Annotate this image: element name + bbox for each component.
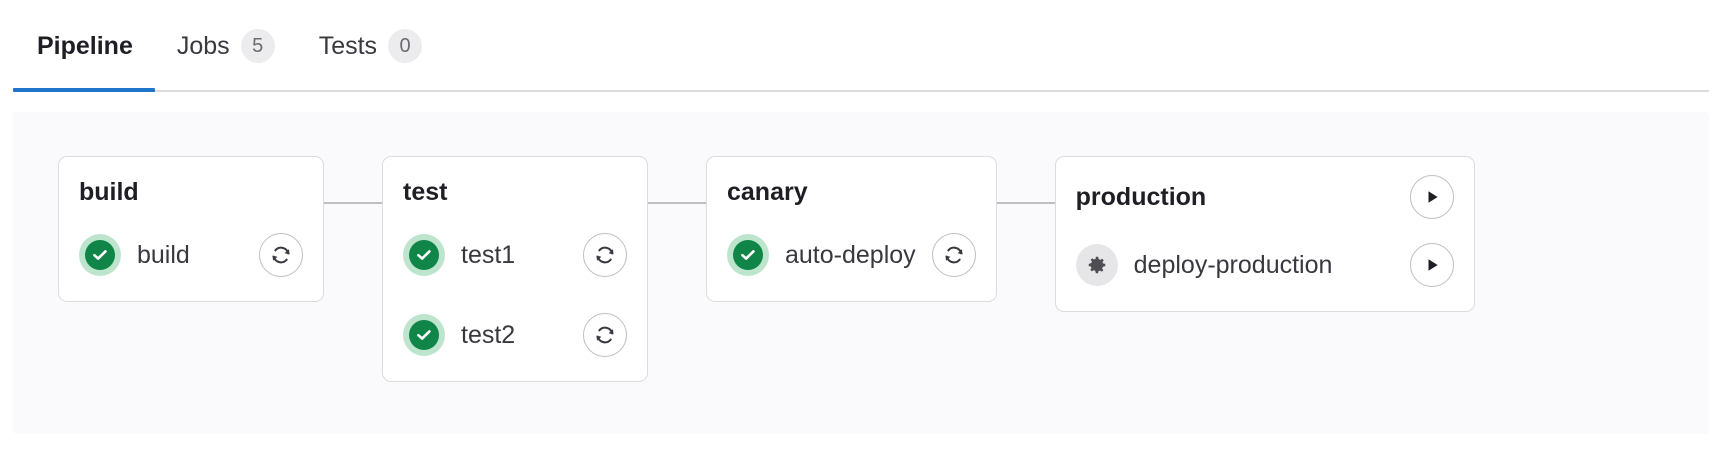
tab-pipeline-label: Pipeline	[37, 31, 133, 60]
job-label-test1: test1	[461, 240, 516, 269]
stage-title-canary: canary	[727, 178, 808, 206]
job-label-auto-deploy: auto-deploy	[785, 240, 916, 269]
job-label-build: build	[137, 240, 190, 269]
pipeline-tab-bar: Pipeline Jobs 5 Tests 0	[0, 0, 1722, 92]
stage-title-test: test	[403, 178, 448, 206]
retry-icon[interactable]	[583, 233, 627, 277]
stage-connector-canary-production	[996, 202, 1055, 204]
stage-connector-test-canary	[648, 202, 706, 204]
retry-icon[interactable]	[583, 313, 627, 357]
stage-card-build: build build	[58, 156, 324, 302]
check-circle-icon	[79, 234, 121, 276]
check-circle-icon	[403, 314, 445, 356]
gear-icon	[1075, 244, 1118, 286]
pipeline-graph-canvas: build build	[13, 112, 1709, 434]
pipeline-stage-test: test test1	[382, 156, 706, 382]
play-icon[interactable]	[1409, 243, 1454, 287]
tab-jobs-label: Jobs	[176, 31, 230, 60]
retry-icon[interactable]	[259, 233, 303, 277]
stage-title-production: production	[1075, 183, 1207, 211]
tab-jobs[interactable]: Jobs 5	[155, 0, 297, 92]
stage-title-build: build	[79, 178, 139, 206]
job-row-deploy-production[interactable]: deploy-production	[1075, 239, 1454, 291]
stage-connector-build-test	[324, 202, 382, 204]
pipeline-stage-canary: canary auto-deploy	[706, 156, 1055, 302]
pipeline-graph: build build	[58, 156, 1475, 382]
stage-card-test: test test1	[382, 156, 648, 382]
play-icon[interactable]	[1409, 175, 1454, 219]
tab-tests-badge: 0	[388, 29, 423, 63]
stage-header-production: production	[1076, 175, 1454, 219]
job-row-build[interactable]: build	[79, 229, 303, 281]
pipeline-stage-production: production	[1054, 156, 1475, 312]
check-circle-icon	[727, 234, 769, 276]
stage-card-canary: canary auto-deploy	[706, 156, 997, 302]
job-row-test1[interactable]: test1	[403, 229, 627, 281]
job-label-test2: test2	[461, 320, 516, 349]
tab-jobs-badge: 5	[240, 29, 275, 63]
job-row-auto-deploy[interactable]: auto-deploy	[727, 229, 976, 281]
job-row-test2[interactable]: test2	[403, 309, 627, 361]
job-label-deploy-production: deploy-production	[1133, 250, 1333, 279]
stage-card-production: production	[1054, 156, 1475, 312]
tab-tests[interactable]: Tests 0	[297, 0, 444, 92]
pipeline-stage-build: build build	[58, 156, 382, 302]
tab-pipeline[interactable]: Pipeline	[13, 0, 155, 92]
tab-tests-label: Tests	[318, 31, 378, 60]
retry-icon[interactable]	[931, 233, 976, 277]
check-circle-icon	[403, 234, 445, 276]
